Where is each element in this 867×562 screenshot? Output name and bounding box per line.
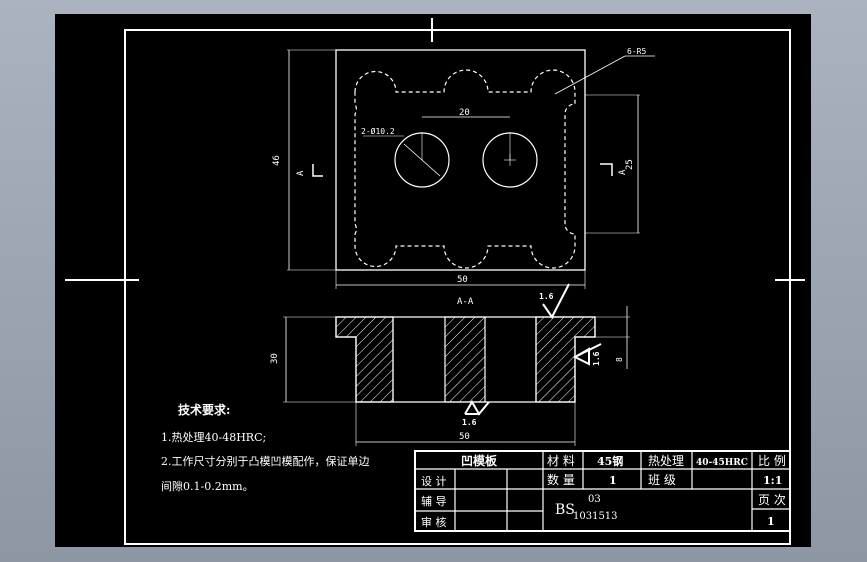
- drawing-sheet: 20 2-Ø10.2 6-R5 46 25: [55, 14, 811, 547]
- reviewer-label: 审 核: [421, 515, 447, 529]
- dim-hole-spacing: 20: [459, 108, 470, 118]
- radius-leader: [554, 55, 626, 95]
- roughness-symbol-side: [572, 343, 602, 366]
- roughness-top: 1.6: [539, 292, 554, 301]
- material-label: 材 料: [547, 454, 575, 468]
- code-prefix: BS: [555, 502, 575, 518]
- notes-line3: 间隙0.1-0.2mm。: [161, 479, 254, 493]
- scale-label: 比 例: [758, 454, 786, 468]
- technical-notes: 技术要求: 1.热处理40-48HRC; 2.工作尺寸分别于凸模凹模配作，保证单…: [161, 402, 370, 493]
- dim-radius-callout: 6-R5: [627, 47, 646, 56]
- hatch-right: [535, 316, 596, 403]
- code-top: 03: [588, 494, 601, 505]
- dim-step-depth: 8: [615, 357, 624, 362]
- notes-line2: 2.工作尺寸分别于凸模凹模配作，保证单边: [161, 454, 370, 468]
- section-title: A-A: [457, 297, 474, 307]
- hatch-left: [335, 316, 394, 403]
- notes-line1: 1.热处理40-48HRC;: [161, 431, 266, 444]
- dim-hole-callout: 2-Ø10.2: [361, 126, 395, 136]
- part-name: 凹模板: [461, 453, 498, 468]
- hatch-center: [444, 316, 486, 403]
- dim-height-46: 46: [272, 155, 282, 166]
- title-block: 凹模板 材 料 45钢 热处理 40-45HRC 比 例 设 计 数 量 1 班…: [414, 450, 791, 532]
- page-label: 页 次: [758, 493, 786, 507]
- section-view: A-A 30 8: [270, 283, 630, 446]
- designer-label: 设 计: [421, 475, 447, 488]
- material-value: 45钢: [597, 454, 623, 468]
- page-value: 1: [767, 515, 775, 528]
- roughness-symbol-top: [542, 283, 570, 319]
- drawing-frame: [124, 29, 791, 545]
- roughness-side: 1.6: [592, 351, 601, 366]
- drawing-canvas: 20 2-Ø10.2 6-R5 46 25: [65, 18, 805, 545]
- roughness-symbol-bottom: [464, 400, 490, 416]
- quantity-label: 数 量: [547, 472, 575, 487]
- class-label: 班 级: [648, 473, 676, 487]
- plate-outline: [335, 49, 586, 271]
- code-bottom: 1031513: [573, 511, 618, 522]
- heat-value: 40-45HRC: [696, 458, 748, 468]
- heat-label: 热处理: [648, 454, 684, 468]
- notes-heading: 技术要求:: [178, 402, 230, 417]
- dim-width-50-bottom: 50: [459, 432, 470, 442]
- section-letter-left: A: [296, 170, 306, 176]
- tutor-label: 辅 导: [421, 494, 447, 508]
- cavity-outline: [354, 69, 576, 269]
- scale-value: 1:1: [763, 474, 782, 487]
- section-letter-right: A: [618, 169, 628, 175]
- quantity-value: 1: [609, 474, 617, 487]
- dim-section-height: 30: [270, 353, 280, 364]
- section-marker-left: [312, 164, 323, 177]
- roughness-bottom: 1.6: [462, 418, 477, 427]
- section-marker-right: [600, 163, 613, 176]
- dim-height-25: 25: [625, 159, 635, 170]
- top-view: 20 2-Ø10.2 6-R5 46 25: [272, 47, 655, 289]
- dim-width-50-top: 50: [457, 275, 468, 285]
